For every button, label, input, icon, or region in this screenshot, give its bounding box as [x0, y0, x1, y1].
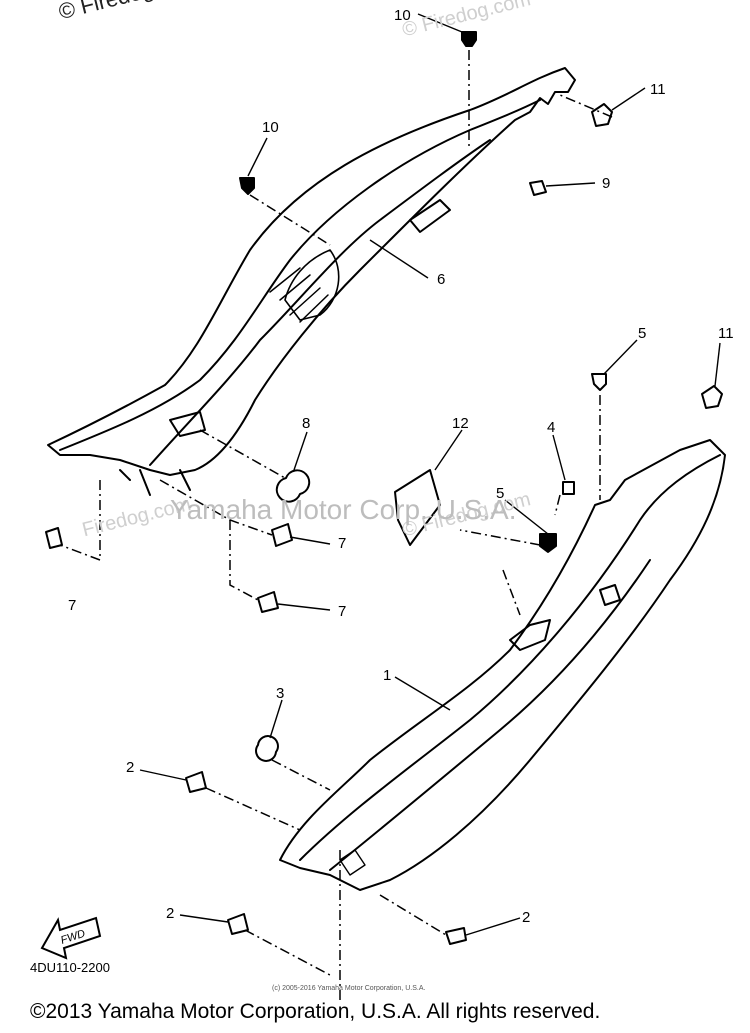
part-1-side-cover	[279, 439, 726, 891]
callout-2-lower: 2	[166, 905, 174, 922]
part-7-clip-b	[271, 523, 293, 547]
callout-9: 9	[602, 175, 610, 192]
callout-3: 3	[276, 685, 284, 702]
part-2-clip-a	[185, 771, 207, 793]
callout-7-left: 7	[68, 597, 76, 614]
footer-copyright: ©2013 Yamaha Motor Corporation, U.S.A. A…	[30, 1000, 601, 1023]
part-11-right-nut	[701, 385, 723, 409]
small-copyright: (c) 2005-2016 Yamaha Motor Corporation, …	[272, 985, 426, 992]
part-9-clip	[529, 180, 547, 196]
callout-5-top: 5	[638, 325, 646, 342]
fwd-arrow-icon: FWD	[40, 916, 102, 960]
callout-8: 8	[302, 415, 310, 432]
part-5-top-screw	[591, 373, 607, 391]
callout-1: 1	[383, 667, 391, 684]
part-2-clip-b	[227, 913, 249, 935]
callout-4: 4	[547, 419, 555, 436]
callout-5-mid: 5	[496, 485, 504, 502]
part-3-grommet	[255, 735, 279, 762]
callout-2-upper: 2	[126, 759, 134, 776]
part-7-clip-c	[257, 591, 279, 613]
part-4-nut	[562, 481, 575, 495]
callout-6: 6	[437, 271, 445, 288]
watermark-center: Yamaha Motor Corp. U.S.A.	[170, 494, 517, 525]
part-11-top-nut	[591, 103, 613, 127]
part-6-frame-cover	[47, 67, 576, 476]
callout-10-top: 10	[394, 7, 411, 24]
part-5-mid-screw	[539, 533, 557, 553]
part-7-clip-a	[45, 527, 63, 549]
callout-7-lower: 7	[338, 603, 346, 620]
callout-11-right: 11	[718, 325, 734, 342]
part-10-top-screw	[461, 31, 477, 47]
callout-10-left: 10	[262, 119, 279, 136]
callout-11-top: 11	[650, 81, 666, 98]
part-12-pad	[394, 469, 441, 546]
part-2-clip-c	[445, 927, 467, 945]
diagram-code: 4DU110-2200	[30, 960, 110, 975]
callout-2-right: 2	[522, 909, 530, 926]
part-8-grommet	[275, 469, 311, 503]
callout-7-mid: 7	[338, 535, 346, 552]
callout-12: 12	[452, 415, 469, 432]
part-10-left-screw	[239, 177, 255, 195]
